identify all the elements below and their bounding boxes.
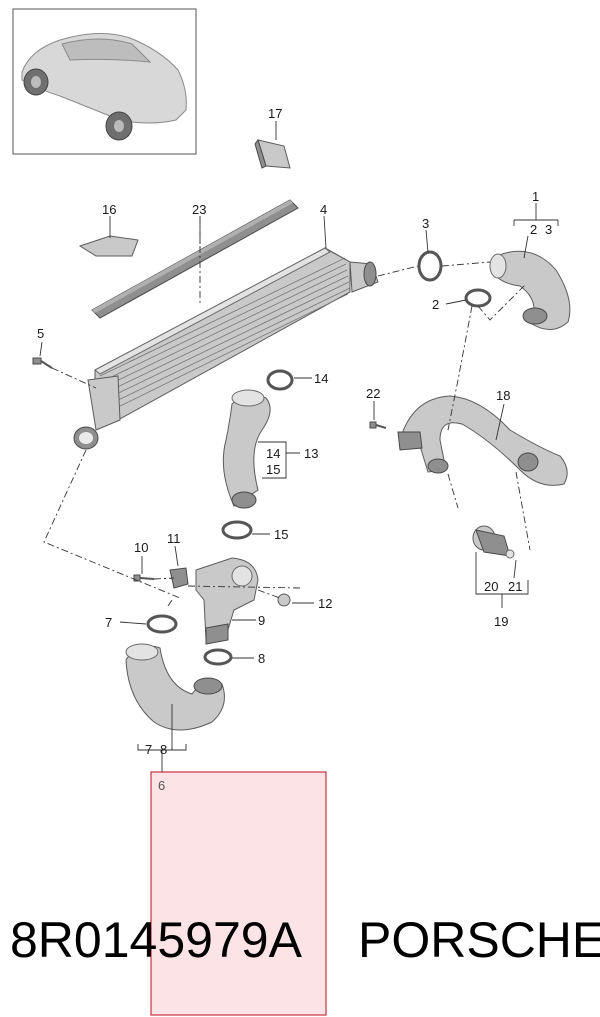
assembly-line-10	[187, 585, 301, 589]
leader-11	[174, 545, 179, 567]
part-3-clamp	[417, 250, 443, 282]
assembly-line-18-19a	[447, 473, 459, 509]
assembly-line-3-1	[441, 261, 491, 267]
leader-7	[119, 621, 147, 625]
part-18-pipe	[397, 395, 568, 486]
assembly-line-4-3	[377, 265, 419, 277]
callout-6-sub-8: 8	[160, 742, 167, 757]
part-5-bolt	[32, 357, 53, 369]
part-12-nut	[277, 593, 291, 607]
part-23-seal-strip	[91, 199, 299, 319]
part-13-hose	[222, 389, 271, 509]
part-2-clamp	[464, 288, 492, 308]
part-15-clamp	[221, 520, 253, 540]
leader-19	[475, 552, 529, 608]
callout-9: 9	[258, 613, 265, 628]
part-6-hose	[125, 643, 225, 731]
part-7-clamp	[146, 614, 178, 634]
callout-20: 20	[484, 579, 498, 594]
part-14-clamp	[266, 369, 294, 391]
part-9-housing	[195, 557, 259, 645]
highlight-box	[150, 771, 327, 1016]
callout-16: 16	[102, 202, 116, 217]
callout-1-sub-3: 3	[545, 222, 552, 237]
callout-4: 4	[320, 202, 327, 217]
callout-11: 11	[167, 531, 181, 546]
vehicle-thumbnail	[12, 8, 197, 155]
callout-14: 14	[314, 371, 328, 386]
assembly-line-9-12	[257, 589, 281, 599]
callout-8: 8	[258, 651, 265, 666]
callout-15-sub: 15	[266, 462, 280, 477]
callout-13: 13	[304, 446, 318, 461]
leader-1	[513, 203, 559, 259]
part-1-hose	[489, 250, 571, 330]
callout-21: 21	[508, 579, 522, 594]
callout-19: 19	[494, 614, 508, 629]
part-10-screw	[133, 574, 155, 582]
part-19-coupling	[472, 525, 515, 559]
assembly-line-7-9	[167, 599, 173, 607]
callout-1: 1	[532, 189, 539, 204]
callout-12: 12	[318, 596, 332, 611]
assembly-line-5	[51, 367, 97, 389]
caption: 8R0145979A PORSCHE	[10, 900, 600, 980]
brand-name: PORSCHE	[358, 912, 600, 968]
callout-2: 2	[432, 297, 439, 312]
callout-17: 17	[268, 106, 282, 121]
leader-13	[258, 441, 300, 479]
callout-5: 5	[37, 326, 44, 341]
callout-6-sub-7: 7	[145, 742, 152, 757]
leader-2	[445, 299, 467, 305]
part-4-intercooler	[73, 247, 379, 450]
leader-6	[137, 704, 187, 772]
callout-15: 15	[274, 527, 288, 542]
assembly-line-main	[43, 449, 181, 599]
callout-7: 7	[105, 615, 112, 630]
callout-22: 22	[366, 386, 380, 401]
part-22-bolt	[369, 421, 387, 429]
assembly-line-2-down	[447, 305, 473, 431]
part-16-bracket	[78, 235, 139, 257]
callout-1-sub-2: 2	[530, 222, 537, 237]
callout-14-sub: 14	[266, 446, 280, 461]
assembly-line-2	[477, 283, 527, 321]
callout-23: 23	[192, 202, 206, 217]
leader-4	[323, 215, 327, 249]
callout-10: 10	[134, 540, 148, 555]
part-8-clamp	[203, 648, 233, 666]
leader-18	[495, 403, 505, 441]
callout-6: 6	[158, 778, 165, 793]
callout-18: 18	[496, 388, 510, 403]
callout-3: 3	[422, 216, 429, 231]
assembly-line-11	[153, 577, 175, 580]
part-11-sensor	[169, 567, 189, 589]
assembly-line-18-19b	[515, 471, 531, 551]
part-number: 8R0145979A	[10, 912, 302, 968]
leader-5	[39, 341, 43, 357]
leader-3	[425, 229, 429, 253]
part-17-bracket	[254, 138, 291, 169]
